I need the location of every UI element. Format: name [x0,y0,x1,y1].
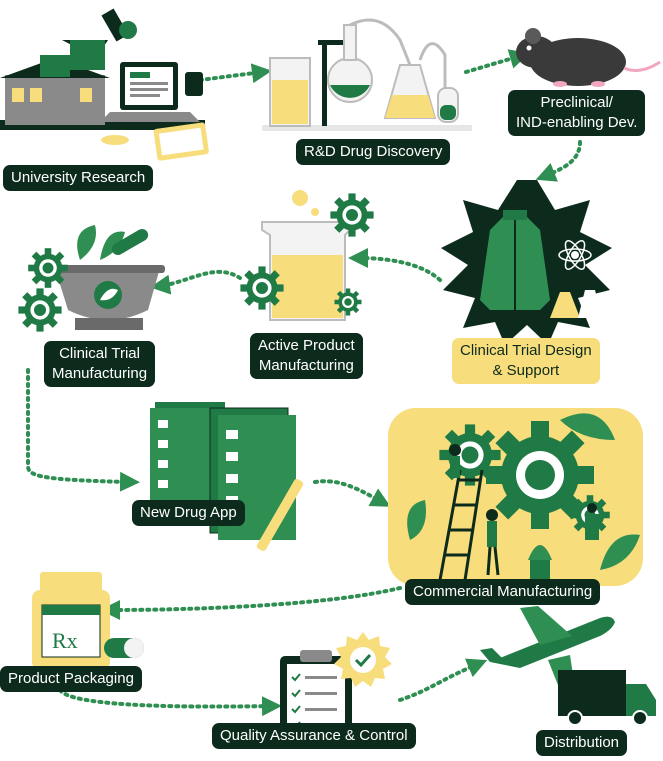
mortar-pestle-icon [18,225,165,332]
label-preclinical-line2: IND-enabling Dev. [516,114,638,131]
label-active-product: Active Product Manufacturing [250,333,363,379]
lab-mouse-icon [516,28,661,87]
arrow-design-to-active [348,248,442,282]
label-quality-assurance: Quality Assurance & Control [212,723,416,749]
university-laptop-icon [0,8,209,161]
flow-arrows [26,49,582,717]
label-clinical-trial-design: Clinical Trial Design & Support [452,338,600,384]
arrow-nda-to-commercial [313,479,391,507]
label-commercial-manufacturing: Commercial Manufacturing [405,579,601,605]
label-clinical-design-line1: Clinical Trial Design [460,342,592,359]
label-clinical-design-line2: & Support [492,362,560,379]
label-clinical-mfg-line2: Manufacturing [52,365,148,382]
label-rd-drug-discovery: R&D Drug Discovery [296,139,451,165]
arrow-rd-to-preclinical [464,49,530,74]
lab-glassware-icon [262,18,472,131]
arrow-clinicalmfg-to-nda [26,368,140,492]
label-university-research: University Research [3,165,154,191]
label-active-product-line1: Active Product [258,337,355,354]
plane-truck-icon [480,606,656,726]
label-preclinical: Preclinical/ IND-enabling Dev. [508,90,646,136]
arrow-active-to-clinicalmfg [150,269,242,295]
arrow-preclinical-to-design [535,140,582,182]
label-preclinical-line1: Preclinical/ [540,94,613,111]
arrow-university-to-rd [198,63,272,84]
label-clinical-mfg-line1: Clinical Trial [59,345,140,362]
label-product-packaging: Product Packaging [0,666,142,692]
medicine-bottle-icon: Rx [32,572,144,670]
arrow-packaging-to-qa [58,688,282,717]
rx-symbol: Rx [52,628,78,653]
lab-coat-icon [441,180,612,345]
arrow-commercial-to-packaging [100,586,402,620]
arrow-qa-to-distribution [398,658,488,702]
label-clinical-trial-mfg: Clinical Trial Manufacturing [44,341,156,387]
label-active-product-line2: Manufacturing [258,357,354,374]
beaker-gears-icon [240,190,374,321]
label-distribution: Distribution [536,730,628,756]
label-new-drug-app: New Drug App [132,500,245,526]
documents-pen-icon [150,402,304,552]
factory-gears-icon [388,408,643,586]
